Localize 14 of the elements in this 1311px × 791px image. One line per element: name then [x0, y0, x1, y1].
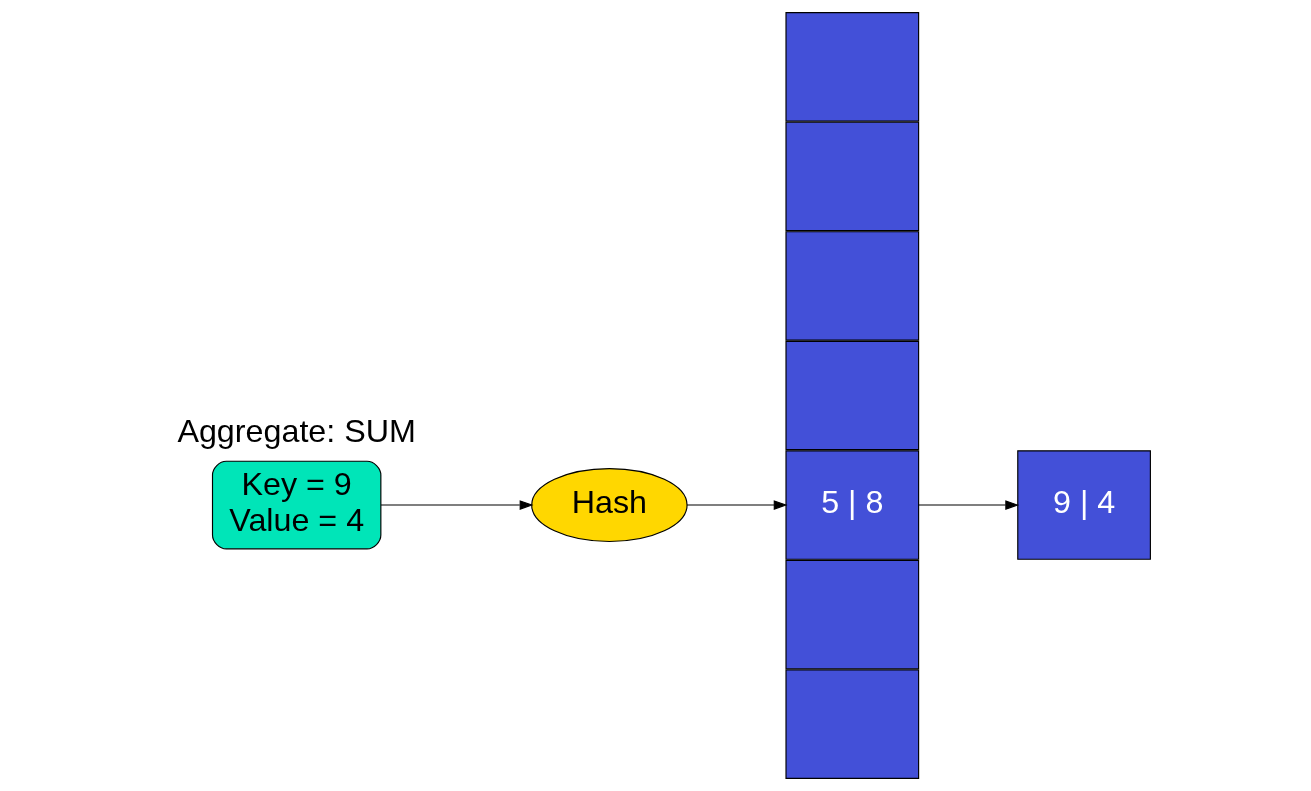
node-ellipse: Hash	[531, 468, 688, 543]
node-box	[785, 231, 920, 341]
node-box	[785, 12, 920, 122]
arrow	[380, 500, 534, 510]
node-box: 9 | 4	[1017, 450, 1151, 560]
label: Aggregate: SUM	[177, 412, 416, 449]
node-box: Key = 9 Value = 4	[211, 460, 382, 550]
arrow	[918, 500, 1020, 510]
node-box	[785, 340, 920, 451]
node-box	[785, 121, 920, 232]
node-box: 5 | 8	[785, 450, 920, 560]
node-box	[785, 669, 920, 779]
node-box	[785, 559, 920, 670]
arrow	[686, 500, 788, 510]
